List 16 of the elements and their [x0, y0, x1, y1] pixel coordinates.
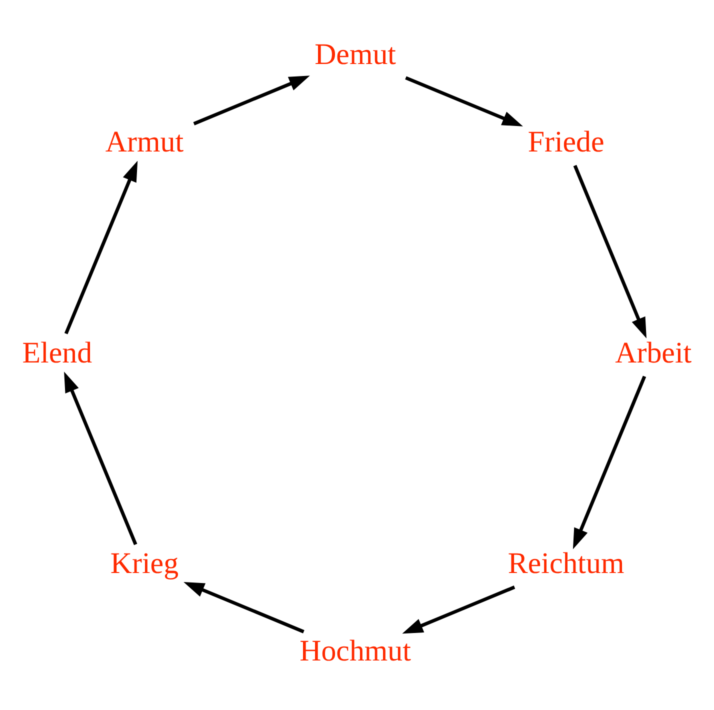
arrow: [573, 164, 646, 338]
node-text: Armut: [105, 125, 184, 158]
node-text: Elend: [22, 336, 92, 370]
node-text: Krieg: [110, 547, 179, 580]
node-text: Demut: [314, 38, 396, 72]
arrow: [64, 160, 138, 334]
arrow: [405, 76, 523, 126]
arrow: [572, 376, 646, 550]
node-text: Arbeit: [615, 336, 692, 370]
node-text: Hochmut: [300, 634, 411, 668]
arrow: [402, 586, 516, 634]
arrow: [184, 582, 304, 634]
arrow: [193, 76, 310, 126]
arrow: [64, 372, 138, 546]
node-text: Reichtum: [508, 547, 624, 580]
node-text: Friede: [528, 125, 604, 158]
